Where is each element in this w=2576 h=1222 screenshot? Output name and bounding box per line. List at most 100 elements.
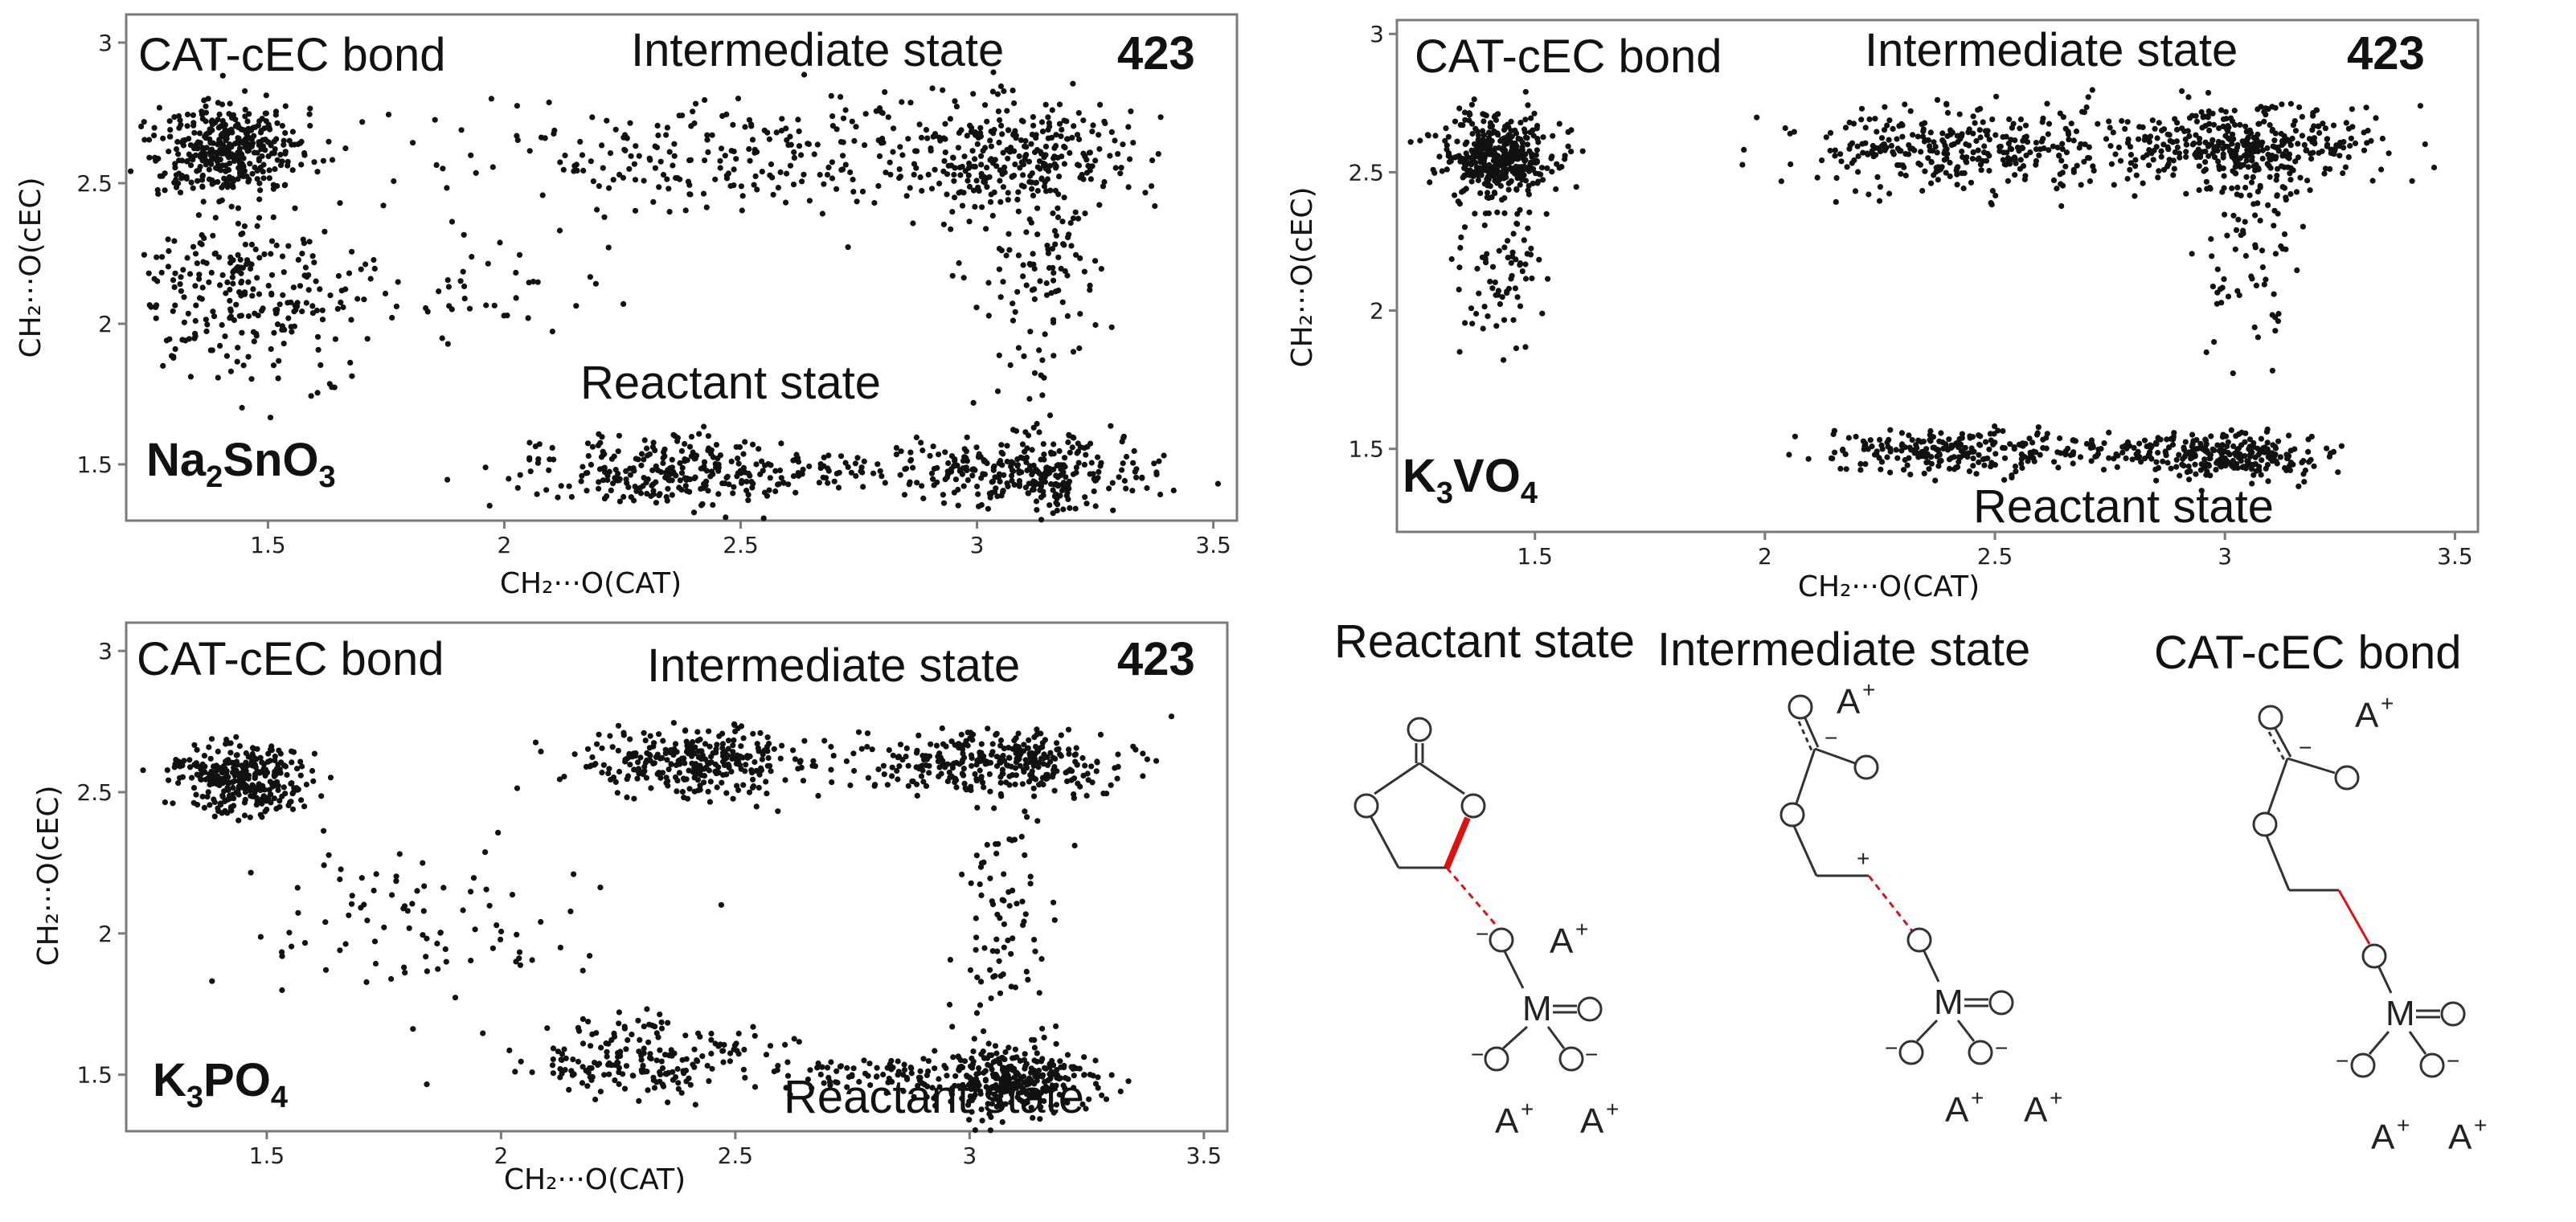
data-point <box>1898 448 1905 454</box>
data-point <box>209 121 215 128</box>
data-point <box>2287 100 2294 107</box>
data-point <box>1844 164 1850 170</box>
data-point <box>209 978 215 984</box>
x-axis-label: CH₂···O(CAT) <box>500 567 682 600</box>
data-point <box>1087 176 1094 182</box>
data-point <box>705 488 711 494</box>
data-point <box>2327 166 2333 172</box>
data-point <box>2275 438 2282 444</box>
data-point <box>2315 123 2321 129</box>
data-point <box>433 161 440 168</box>
data-point <box>1014 901 1020 907</box>
data-point <box>948 226 954 232</box>
data-point <box>1902 172 1909 179</box>
data-point <box>705 788 711 795</box>
data-point <box>1022 448 1028 455</box>
data-point <box>1842 451 1849 458</box>
data-point <box>1788 161 1794 168</box>
data-point <box>1016 481 1022 488</box>
data-point <box>942 136 948 142</box>
data-point <box>303 781 309 788</box>
data-point <box>178 173 185 179</box>
data-point <box>1054 740 1060 746</box>
data-point <box>2023 152 2029 159</box>
data-point <box>932 133 938 140</box>
data-point <box>295 909 301 916</box>
data-point <box>2229 185 2235 191</box>
data-point <box>2062 452 2069 458</box>
data-point <box>664 757 670 763</box>
data-point <box>151 133 158 139</box>
data-point <box>186 271 194 277</box>
data-point <box>642 738 649 744</box>
data-point <box>2245 458 2251 464</box>
data-point <box>1553 186 1559 193</box>
data-point <box>1925 459 1931 465</box>
data-point <box>281 762 287 769</box>
data-point <box>227 297 233 304</box>
data-point <box>647 733 653 739</box>
data-point <box>235 772 242 779</box>
data-point <box>1022 484 1029 491</box>
data-point <box>2203 349 2209 356</box>
data-point <box>2206 121 2213 127</box>
data-point <box>309 767 316 774</box>
data-point <box>190 785 198 791</box>
data-point <box>2200 113 2206 120</box>
data-point <box>2224 232 2230 239</box>
data-point <box>239 404 245 411</box>
data-point <box>964 178 971 184</box>
data-point <box>2192 461 2198 468</box>
data-point <box>1485 210 1492 217</box>
data-point <box>1472 159 1479 166</box>
data-point <box>318 793 325 799</box>
data-point <box>847 782 854 789</box>
data-point <box>2036 152 2042 158</box>
data-point <box>2154 135 2160 141</box>
data-point <box>1805 456 1812 462</box>
data-point <box>972 156 978 162</box>
data-point <box>2081 158 2087 165</box>
data-point <box>199 174 206 180</box>
data-point <box>800 778 807 784</box>
data-point <box>1019 441 1026 448</box>
data-point <box>2107 125 2113 131</box>
data-point <box>1051 787 1058 794</box>
data-point <box>264 138 271 145</box>
data-point <box>656 184 662 190</box>
data-point <box>358 266 364 272</box>
data-point <box>1565 143 1571 149</box>
x-tick-label: 2.5 <box>723 532 759 558</box>
data-point <box>2214 266 2221 272</box>
data-point <box>887 171 894 178</box>
data-point <box>2347 142 2353 149</box>
data-point <box>2308 156 2315 162</box>
data-point <box>170 277 177 284</box>
data-point <box>194 168 200 174</box>
data-point <box>969 762 975 769</box>
data-point <box>489 945 497 951</box>
data-point <box>620 493 627 501</box>
data-point <box>689 753 695 759</box>
data-point <box>731 148 737 155</box>
data-point <box>172 345 178 353</box>
data-point <box>272 166 278 173</box>
data-point <box>994 91 1001 97</box>
data-point <box>2106 429 2112 436</box>
data-point <box>294 300 301 306</box>
data-point <box>795 116 801 123</box>
data-point <box>1056 448 1063 455</box>
data-point <box>2182 439 2189 445</box>
data-point <box>2050 143 2057 149</box>
data-point <box>712 176 719 182</box>
data-point <box>1956 459 1962 465</box>
data-point <box>1884 454 1890 460</box>
data-point <box>2168 465 2174 472</box>
data-point <box>549 1062 556 1069</box>
data-point <box>215 178 221 186</box>
data-point <box>1931 444 1938 451</box>
data-point <box>997 294 1004 300</box>
data-point <box>930 443 936 450</box>
